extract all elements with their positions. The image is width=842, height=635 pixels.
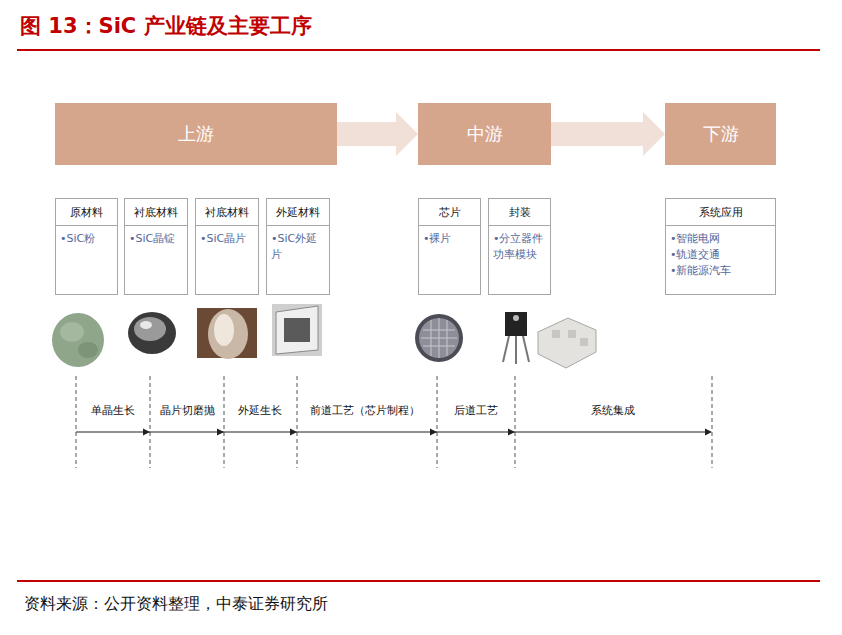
box-item: •新能源汽车 (666, 263, 775, 284)
category-box: 衬底材料•SiC晶片 (195, 198, 259, 295)
transistor-image (503, 312, 529, 364)
figure-title: 图 13：SiC 产业链及主要工序 (20, 12, 312, 40)
category-box: 封装•分立器件 功率模块 (488, 198, 551, 295)
powder-image (52, 313, 104, 367)
box-heading: 原材料 (56, 199, 117, 226)
process-step-label: 后道工艺 (454, 403, 498, 418)
box-item: •分立器件 功率模块 (489, 226, 550, 268)
category-box: 芯片•裸片 (418, 198, 481, 295)
wafer-image (197, 308, 257, 359)
process-step-label: 单晶生长 (91, 403, 135, 418)
flow-arrow (337, 112, 418, 156)
module-image (538, 318, 596, 368)
box-text: 上游 (178, 122, 214, 146)
die-wafer-image (415, 314, 463, 362)
caption-rule (17, 580, 820, 582)
stage-band: 下游 (665, 103, 776, 165)
box-item: •轨道交通 (666, 247, 775, 263)
box-text: 下游 (703, 122, 739, 146)
process-step-label: 外延生长 (238, 403, 282, 418)
box-heading: 芯片 (419, 199, 480, 226)
stage-band: 上游 (55, 103, 337, 165)
box-heading: 衬底材料 (196, 199, 258, 226)
process-step-label: 系统集成 (591, 403, 635, 418)
epitaxy-image (272, 304, 322, 356)
stage-divider (76, 376, 712, 468)
category-box: 原材料•SiC粉 (55, 198, 118, 295)
stage-band: 中游 (418, 103, 551, 165)
box-item: •SiC晶片 (196, 226, 258, 252)
box-item: •SiC晶锭 (125, 226, 187, 252)
box-heading: 封装 (489, 199, 550, 226)
box-heading: 系统应用 (666, 199, 775, 226)
box-heading: 衬底材料 (125, 199, 187, 226)
category-box: 衬底材料•SiC晶锭 (124, 198, 188, 295)
ingot-image (128, 312, 176, 354)
category-box: 系统应用•智能电网•轨道交通•新能源汽车 (665, 198, 776, 295)
process-step-label: 晶片切磨抛 (160, 403, 215, 418)
box-item: •智能电网 (666, 226, 775, 247)
box-item: •SiC粉 (56, 226, 117, 252)
category-box: 外延材料•SiC外延片 (266, 198, 330, 295)
box-item: •裸片 (419, 226, 480, 252)
process-step-label: 前道工艺（芯片制程） (310, 403, 420, 418)
process-arrow (76, 429, 712, 436)
box-text: 中游 (467, 122, 503, 146)
title-rule (17, 49, 820, 51)
flow-arrow (551, 112, 665, 156)
box-item: •SiC外延片 (267, 226, 329, 268)
box-heading: 外延材料 (267, 199, 329, 226)
source-caption: 资料来源：公开资料整理，中泰证券研究所 (24, 594, 328, 615)
